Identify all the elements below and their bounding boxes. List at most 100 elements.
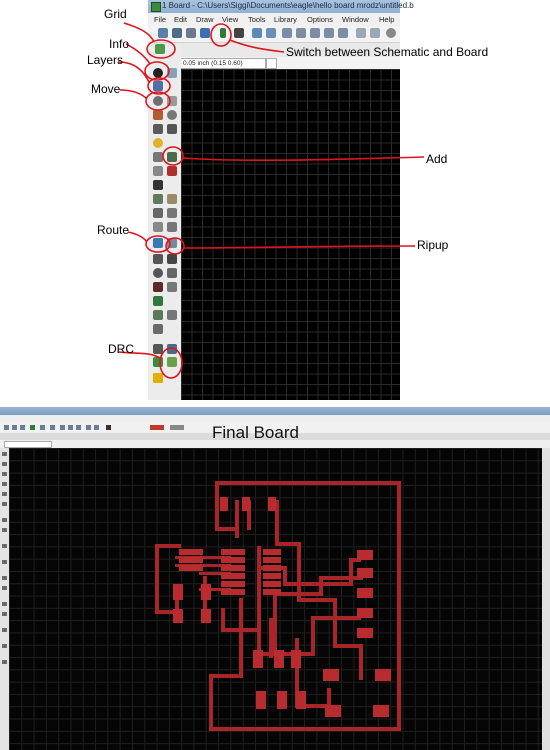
layers-icon[interactable] (2, 472, 7, 476)
final-scrollbar[interactable] (542, 448, 550, 750)
script-icon[interactable] (40, 425, 45, 430)
menu-draw[interactable]: Draw (196, 15, 214, 24)
layers-icon[interactable] (153, 81, 163, 91)
open-icon[interactable] (4, 425, 9, 430)
grid-icon[interactable] (155, 44, 165, 54)
menu-tools[interactable]: Tools (248, 15, 266, 24)
menu-file[interactable]: File (154, 15, 167, 24)
wire-style-icon[interactable] (150, 425, 164, 430)
menu-window[interactable]: Window (342, 15, 369, 24)
zoom-in-icon[interactable] (68, 425, 73, 430)
dimension-icon[interactable] (153, 324, 163, 334)
show-icon[interactable] (167, 68, 177, 78)
delete-icon[interactable] (153, 152, 163, 162)
paste-icon[interactable] (153, 138, 163, 148)
via-icon[interactable] (2, 644, 7, 648)
wire-icon[interactable] (2, 602, 7, 606)
text-icon[interactable] (167, 254, 177, 264)
cam-icon[interactable] (200, 28, 210, 38)
menu-edit[interactable]: Edit (174, 15, 187, 24)
meander-icon[interactable] (153, 222, 163, 232)
copy-icon[interactable] (167, 96, 177, 106)
rotate-icon[interactable] (2, 492, 7, 496)
undo-icon[interactable] (356, 28, 366, 38)
hole-icon[interactable] (153, 310, 163, 320)
zoom-fit-icon[interactable] (60, 425, 65, 430)
open-icon[interactable] (158, 28, 168, 38)
menu-library[interactable]: Library (274, 15, 297, 24)
pinswap-icon[interactable] (153, 166, 163, 176)
redo-icon[interactable] (94, 425, 99, 430)
smash-icon[interactable] (153, 194, 163, 204)
attribute-icon[interactable] (167, 310, 177, 320)
menu-options[interactable]: Options (307, 15, 333, 24)
trace (397, 481, 401, 731)
add-icon[interactable] (167, 152, 177, 162)
info-icon[interactable] (2, 462, 7, 466)
name-icon[interactable] (167, 222, 177, 232)
lock-icon[interactable] (153, 180, 163, 190)
width-select-icon[interactable] (170, 425, 184, 430)
replace-icon[interactable] (167, 166, 177, 176)
delete-icon[interactable] (2, 518, 7, 522)
final-board-canvas[interactable] (9, 448, 542, 750)
menu-view[interactable]: View (222, 15, 239, 24)
lock-icon[interactable] (2, 544, 7, 548)
print-icon[interactable] (20, 425, 25, 430)
save-icon[interactable] (172, 28, 182, 38)
route-icon[interactable] (2, 576, 7, 580)
group-icon[interactable] (2, 502, 7, 506)
zoom-in-icon[interactable] (296, 28, 306, 38)
zoom-redraw-icon[interactable] (324, 28, 334, 38)
change-icon[interactable] (167, 124, 177, 134)
command-line-button[interactable] (266, 58, 277, 69)
zoom-select-icon[interactable] (338, 28, 348, 38)
undo-icon[interactable] (86, 425, 91, 430)
zoom-out-icon[interactable] (76, 425, 81, 430)
board-editor-canvas[interactable] (181, 69, 400, 400)
rotate-icon[interactable] (167, 110, 177, 120)
save-icon[interactable] (12, 425, 17, 430)
circle-icon[interactable] (153, 268, 163, 278)
print-icon[interactable] (186, 28, 196, 38)
rect-icon[interactable] (153, 282, 163, 292)
erc-icon[interactable] (153, 357, 163, 367)
miter-icon[interactable] (167, 194, 177, 204)
auto-icon[interactable] (167, 344, 177, 354)
drc-icon[interactable] (2, 660, 7, 664)
run-icon[interactable] (50, 425, 55, 430)
via-icon[interactable] (153, 296, 163, 306)
split-icon[interactable] (153, 208, 163, 218)
optimize-icon[interactable] (167, 208, 177, 218)
ripup-icon[interactable] (2, 586, 7, 590)
switch-schematic-board-icon[interactable] (220, 28, 226, 38)
stop-icon[interactable] (386, 28, 396, 38)
mirror-icon[interactable] (153, 110, 163, 120)
wire-icon[interactable] (153, 254, 163, 264)
group-icon[interactable] (153, 124, 163, 134)
switch-schematic-board-icon[interactable] (30, 425, 35, 430)
arc-icon[interactable] (167, 268, 177, 278)
move-icon[interactable] (153, 96, 163, 106)
menu-help[interactable]: Help (379, 15, 395, 24)
drc-icon[interactable] (167, 357, 177, 367)
move-icon[interactable] (2, 482, 7, 486)
redo-icon[interactable] (370, 28, 380, 38)
route-icon[interactable] (153, 238, 163, 248)
zoom-out-icon[interactable] (310, 28, 320, 38)
ratsnest-icon[interactable] (153, 344, 163, 354)
run-icon[interactable] (266, 28, 276, 38)
info-icon[interactable] (153, 68, 163, 78)
text-icon[interactable] (2, 612, 7, 616)
add-icon[interactable] (2, 528, 7, 532)
stop-icon[interactable] (106, 425, 111, 430)
warning-icon[interactable] (153, 373, 163, 383)
ulp-icon[interactable] (234, 28, 244, 38)
split-icon[interactable] (2, 560, 7, 564)
polygon-icon[interactable] (2, 628, 7, 632)
script-icon[interactable] (252, 28, 262, 38)
zoom-fit-icon[interactable] (282, 28, 292, 38)
polygon-icon[interactable] (167, 282, 177, 292)
grid-icon[interactable] (2, 452, 7, 456)
ripup-icon[interactable] (167, 238, 177, 248)
